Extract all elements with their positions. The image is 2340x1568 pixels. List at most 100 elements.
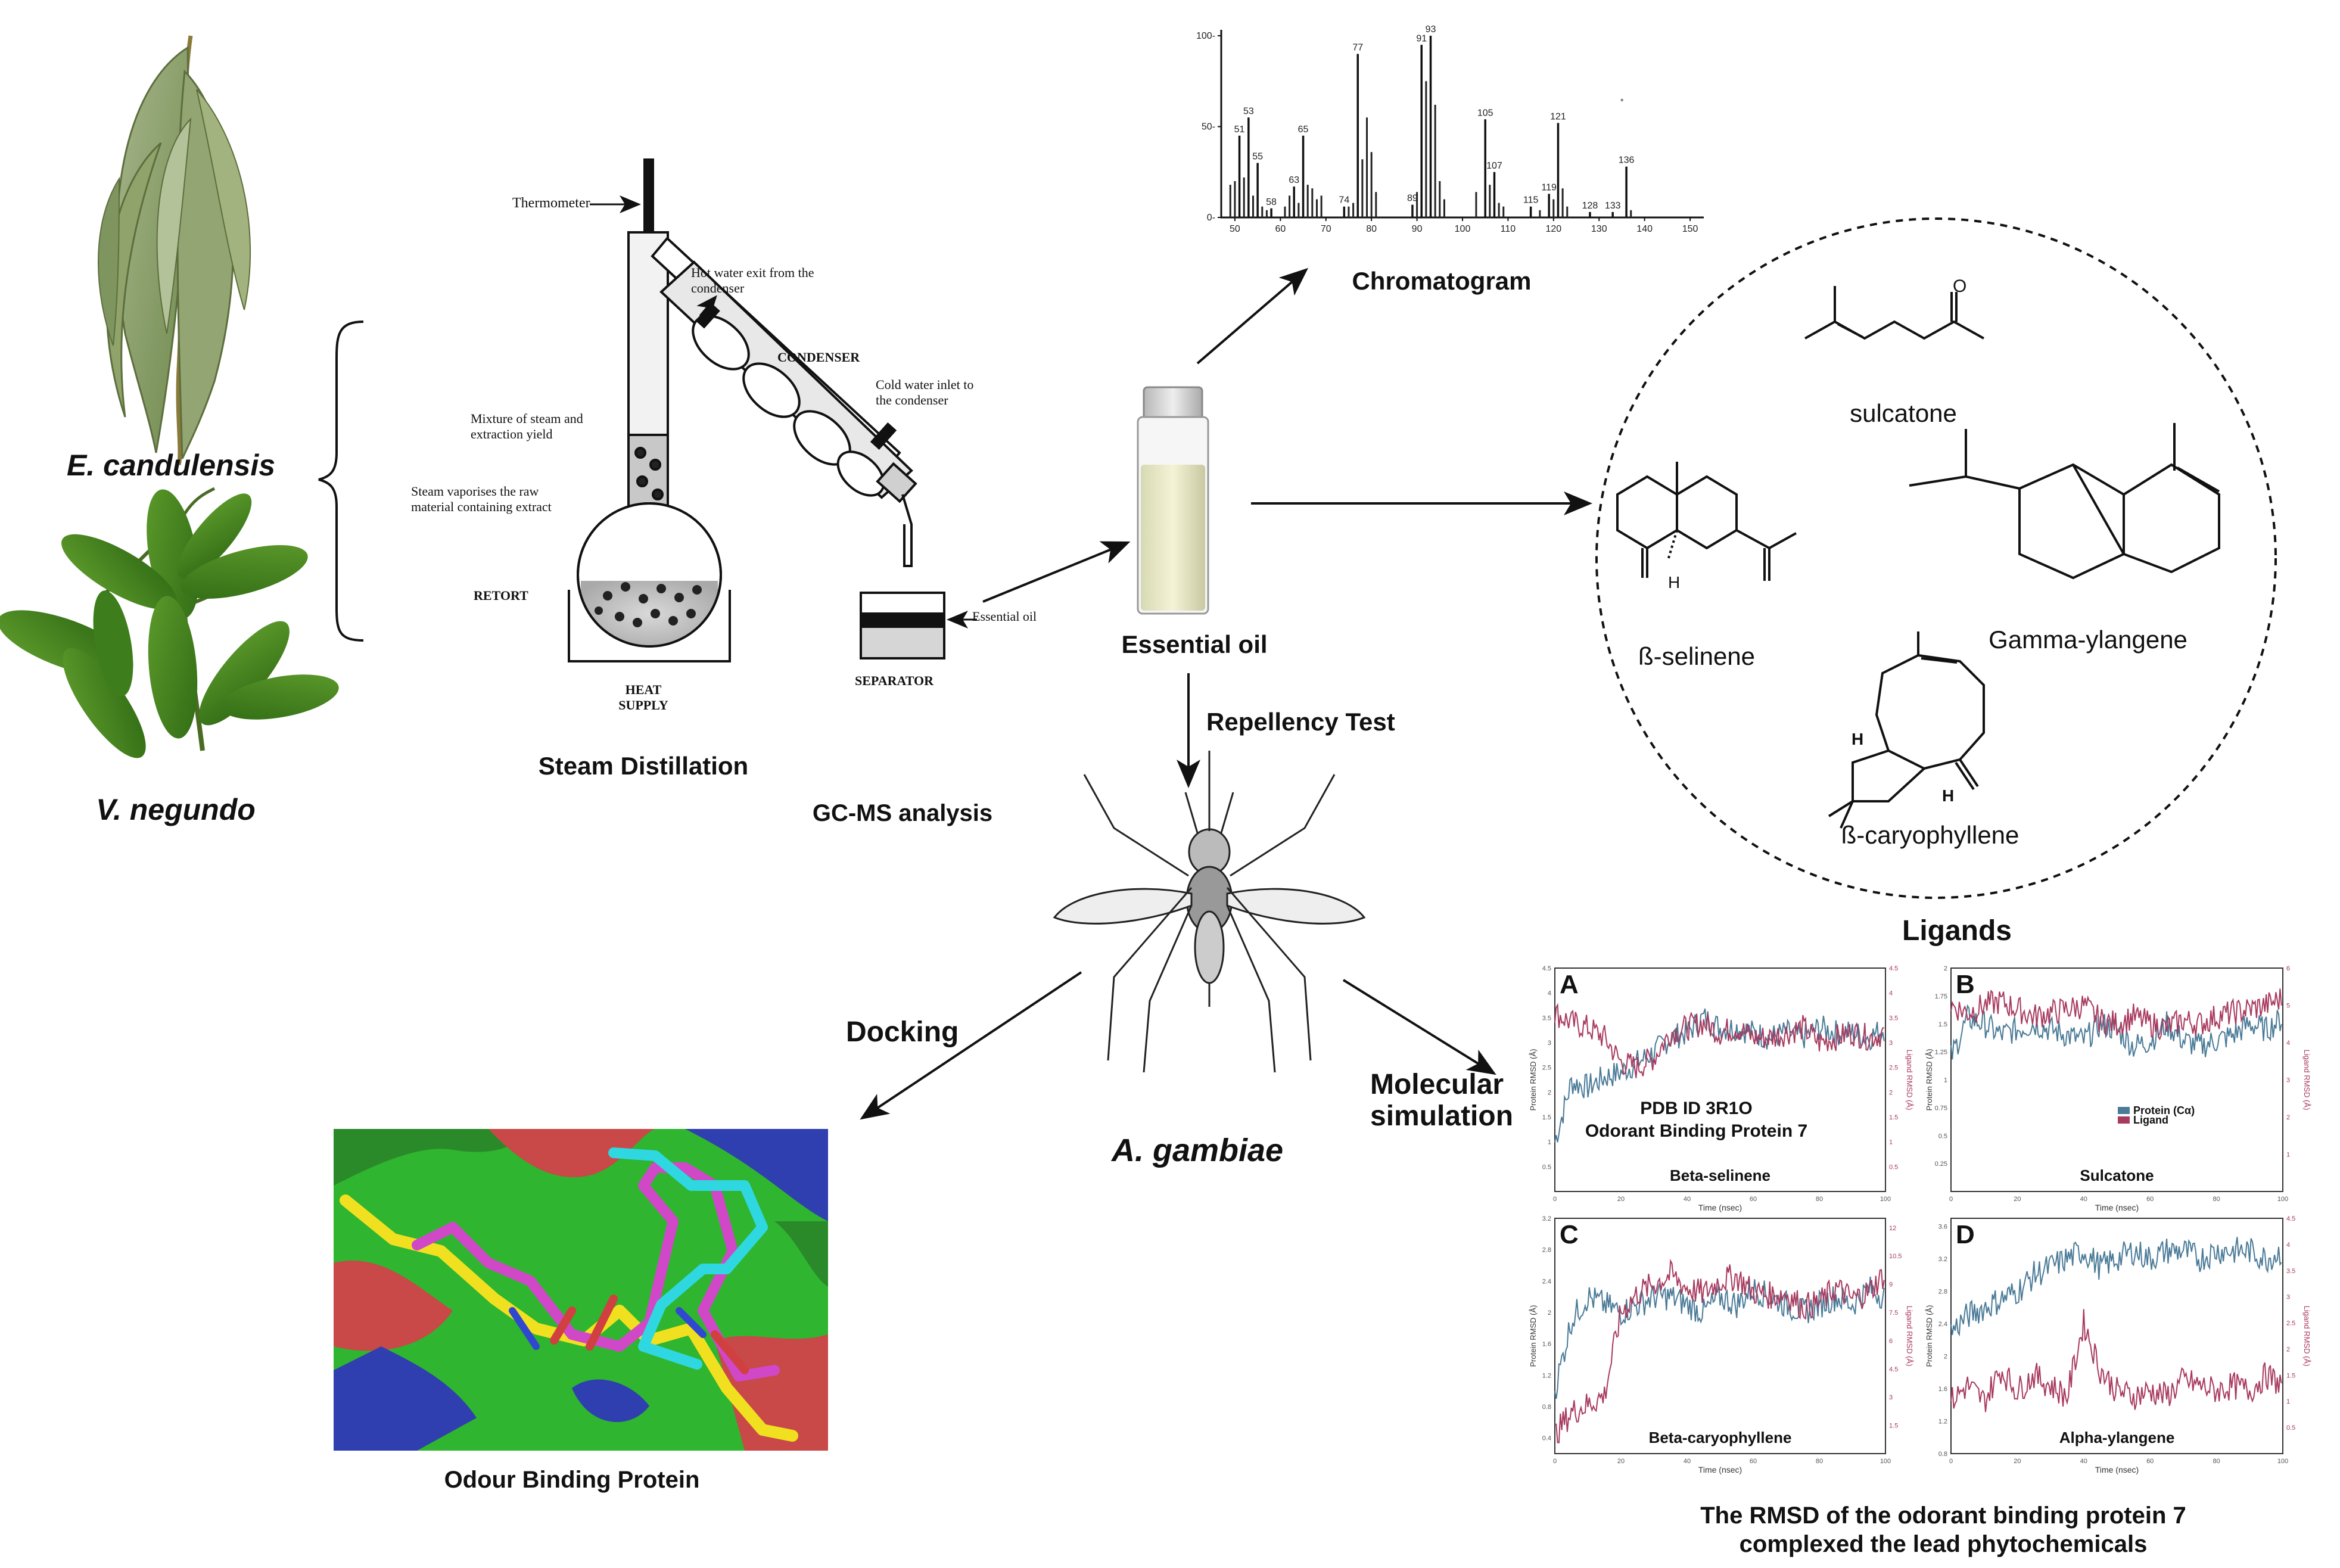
rmsd-caption-line2: complexed the lead phytochemicals [1739, 1531, 2148, 1557]
rmsd-ylabel-left: Protein RMSD (Å) [1529, 1305, 1538, 1367]
rmsd-right-tick: 2 [1889, 1089, 1893, 1096]
rmsd-right-tick: 4 [2286, 1040, 2290, 1047]
rmsd-ylabel-left: Protein RMSD (Å) [1925, 1305, 1934, 1367]
rmsd-x-tick: 0 [1553, 1196, 1557, 1203]
rmsd-left-tick: 0.8 [1542, 1404, 1551, 1411]
rmsd-right-tick: 2.5 [1889, 1065, 1898, 1072]
rmsd-x-tick: 40 [2080, 1458, 2087, 1465]
rmsd-left-tick: 1.75 [1935, 993, 1947, 1000]
rmsd-x-tick: 60 [1750, 1458, 1757, 1465]
rmsd-ylabel-right: Ligand RMSD (Å) [1905, 1050, 1914, 1110]
rmsd-x-tick: 80 [1816, 1458, 1823, 1465]
rmsd-right-tick: 7.5 [1889, 1309, 1898, 1317]
mosquito-caption: A. gambiae [1111, 1133, 1284, 1168]
rmsd-right-tick: 12 [1889, 1225, 1896, 1232]
rmsd-right-tick: 4 [2286, 1242, 2290, 1249]
chromatogram-peak-label: 91 [1416, 33, 1427, 43]
rmsd-right-tick: 1.5 [1889, 1114, 1898, 1121]
molecular-caption-line1: Molecular [1370, 1069, 1504, 1100]
rmsd-left-tick: 0.75 [1935, 1105, 1947, 1112]
rmsd-right-tick: 0.5 [2286, 1424, 2295, 1432]
label-essential-oil-arrow: Essential oil [972, 609, 1037, 624]
odour-binding-caption: Odour Binding Protein [444, 1467, 700, 1493]
rmsd-right-tick: 0.5 [1889, 1163, 1898, 1171]
essential-oil-vial [1137, 386, 1209, 615]
rmsd-left-tick: 2.4 [1938, 1321, 1947, 1328]
rmsd-x-tick: 20 [2014, 1196, 2021, 1203]
chromatogram-x-tick: 50 [1230, 224, 1240, 234]
rmsd-right-tick: 1.5 [1889, 1423, 1898, 1430]
rmsd-left-tick: 2.8 [1542, 1247, 1551, 1254]
molecular-simulation-caption: Molecular simulation [1370, 1069, 1513, 1133]
rmsd-right-tick: 1 [2286, 1398, 2290, 1405]
chromatogram-y-tick: 100- [1196, 31, 1215, 41]
chromatogram-peak-label: 74 [1339, 195, 1349, 206]
vitex-name: V. negundo [96, 793, 256, 826]
rmsd-series-protein [1554, 1276, 1885, 1399]
chromatogram-x-tick: 100 [1455, 224, 1471, 234]
label-retort: RETORT [474, 588, 528, 603]
rmsd-right-tick: 4 [1889, 990, 1893, 997]
chromatogram-peak-label: 53 [1243, 106, 1254, 116]
rmsd-legend-protein: Protein (Cα) [2133, 1105, 2195, 1116]
chromatogram-peak-label: 77 [1352, 43, 1363, 53]
eucalyptus-name: E. candulensis [66, 449, 276, 482]
repellency-caption: Repellency Test [1206, 708, 1395, 736]
rmsd-left-tick: 1.2 [1938, 1418, 1947, 1426]
rmsd-legend-ligand: Ligand [2133, 1114, 2168, 1126]
caryophyllene-label: ß-caryophyllene [1841, 821, 2020, 849]
label-condenser: CONDENSER [777, 350, 860, 365]
label-mixture: Mixture of steam and extraction yield [471, 411, 583, 442]
selinene-label: ß-selinene [1638, 642, 1756, 670]
molecular-caption-line2: simulation [1370, 1100, 1514, 1132]
mosquito-illustration [1053, 751, 1366, 1073]
rmsd-left-tick: 3 [1548, 1040, 1551, 1047]
rmsd-ylabel-right: Ligand RMSD (Å) [1905, 1306, 1914, 1367]
rmsd-left-tick: 1.5 [1542, 1114, 1551, 1121]
rmsd-right-tick: 3 [2286, 1294, 2290, 1301]
rmsd-xlabel: Time (nsec) [1698, 1203, 1742, 1212]
chromatogram-peak-label: 128 [1582, 201, 1598, 211]
docking-caption: Docking [846, 1016, 959, 1048]
rmsd-left-tick: 0.4 [1542, 1435, 1551, 1442]
rmsd-left-tick: 0.5 [1542, 1163, 1551, 1171]
rmsd-right-tick: 9 [1889, 1281, 1893, 1289]
rmsd-left-tick: 2 [1944, 1354, 1947, 1361]
sulcatone-structure [1804, 286, 1984, 340]
vitex-leaves-image [0, 487, 339, 758]
rmsd-left-tick: 3.6 [1938, 1224, 1947, 1231]
rmsd-x-tick: 40 [1684, 1458, 1691, 1465]
rmsd-left-tick: 2 [1944, 965, 1947, 972]
rmsd-right-tick: 3 [2286, 1077, 2290, 1084]
rmsd-series-ligand [1554, 1258, 1885, 1443]
rmsd-ylabel-left: Protein RMSD (Å) [1925, 1049, 1934, 1110]
rmsd-right-tick: 3 [1889, 1394, 1893, 1401]
rmsd-right-tick: 4.5 [1889, 1366, 1898, 1373]
rmsd-left-tick: 0.5 [1938, 1133, 1947, 1140]
label-separator: SEPARATOR [855, 673, 934, 688]
rmsd-ylabel-right: Ligand RMSD (Å) [2302, 1050, 2311, 1110]
rmsd-series-ligand [1950, 1309, 2282, 1413]
rmsd-x-tick: 100 [2277, 1458, 2288, 1465]
ylangene-label: Gamma-ylangene [1989, 626, 2187, 654]
label-thermometer: Thermometer [512, 195, 590, 211]
ylangene-structure [1909, 423, 2220, 580]
chromatogram-y-tick: 0- [1207, 213, 1215, 223]
rmsd-xlabel: Time (nsec) [2095, 1203, 2139, 1212]
chromatogram-peak-label: 119 [1541, 182, 1557, 192]
chromatogram-peak-label: 63 [1289, 175, 1299, 185]
chromatogram-peak-label: 107 [1486, 161, 1502, 171]
rmsd-panel-name: Beta-selinene [1670, 1166, 1770, 1184]
rmsd-x-tick: 100 [1880, 1196, 1891, 1203]
rmsd-left-tick: 3.2 [1542, 1215, 1551, 1222]
rmsd-xlabel: Time (nsec) [1698, 1465, 1742, 1474]
chromatogram-peak-label: 121 [1550, 111, 1566, 122]
chromatogram-x-tick: 110 [1501, 224, 1516, 234]
rmsd-left-tick: 4.5 [1542, 965, 1551, 972]
rmsd-right-tick: 3.5 [2286, 1268, 2295, 1275]
